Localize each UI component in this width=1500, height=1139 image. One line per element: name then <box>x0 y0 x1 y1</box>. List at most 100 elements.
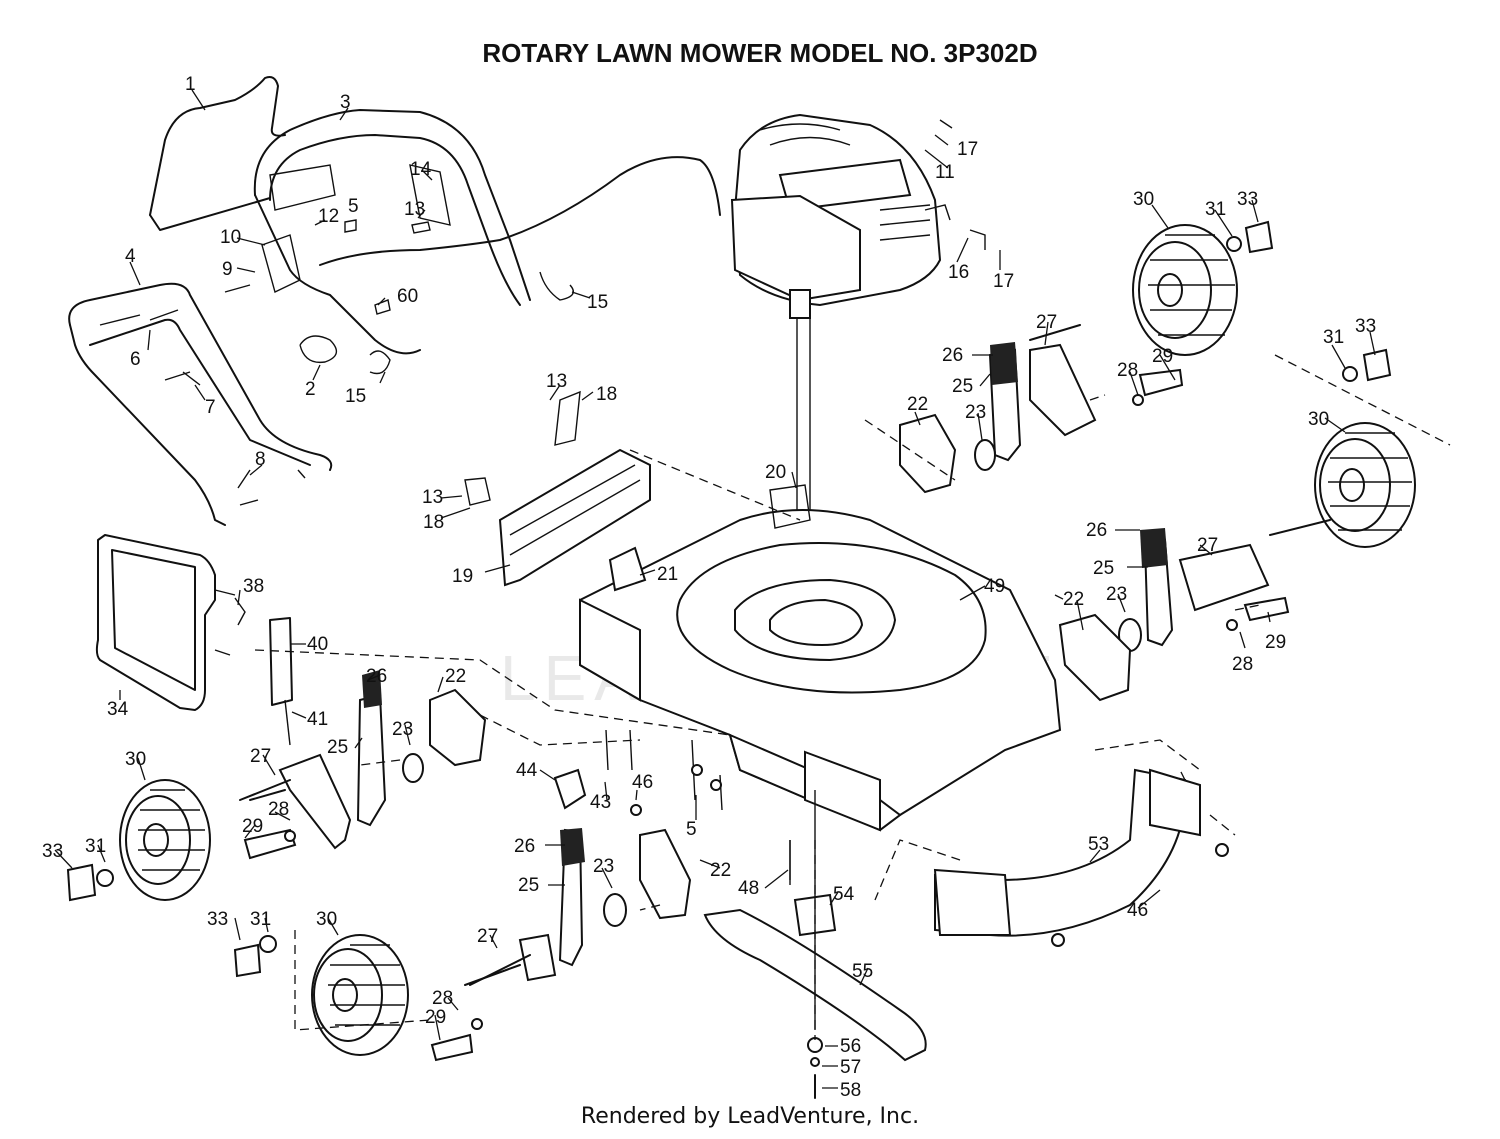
callout-16: 16 <box>948 262 969 283</box>
callout-3: 3 <box>340 92 351 113</box>
callout-23: 23 <box>593 856 614 877</box>
rear-skirt-53 <box>933 768 1201 937</box>
callout-33: 33 <box>42 841 63 862</box>
callout-20: 20 <box>765 462 786 483</box>
lower-handle-4 <box>68 282 333 526</box>
callout-30: 30 <box>316 909 337 930</box>
callout-29: 29 <box>242 816 263 837</box>
callout-15: 15 <box>345 386 366 407</box>
callout-30: 30 <box>1308 409 1329 430</box>
callout-5: 5 <box>348 196 359 217</box>
callout-48: 48 <box>738 878 759 899</box>
wheel-front-left <box>119 779 211 901</box>
callout-40: 40 <box>307 634 328 655</box>
diagram-title: ROTARY LAWN MOWER MODEL NO. 3P302D <box>482 38 1038 68</box>
footer-credit: Rendered by LeadVenture, Inc. <box>580 1104 920 1129</box>
callout-28: 28 <box>1232 654 1253 675</box>
assembly-guide-lines <box>254 354 1451 1040</box>
deck-hardware <box>553 119 1229 947</box>
callout-19: 19 <box>452 566 473 587</box>
callout-29: 29 <box>425 1007 446 1028</box>
callout-23: 23 <box>965 402 986 423</box>
deck-brackets <box>464 390 647 592</box>
upper-handle-1 <box>149 76 286 231</box>
callout-22: 22 <box>907 394 928 415</box>
small-hardware <box>99 219 431 506</box>
callout-1: 1 <box>185 74 196 95</box>
callout-22: 22 <box>710 860 731 881</box>
callout-25: 25 <box>518 875 539 896</box>
callout-26: 26 <box>942 345 963 366</box>
callout-13: 13 <box>546 371 567 392</box>
callout-55: 55 <box>852 961 873 982</box>
callout-41: 41 <box>307 709 328 730</box>
callout-23: 23 <box>392 719 413 740</box>
callout-43: 43 <box>590 792 611 813</box>
callout-31: 31 <box>250 909 271 930</box>
callout-11: 11 <box>935 162 955 183</box>
callout-60: 60 <box>397 286 418 307</box>
callout-23: 23 <box>1106 584 1127 605</box>
wheel-right-middle <box>1314 422 1416 548</box>
callout-27: 27 <box>477 926 498 947</box>
callout-30: 30 <box>1133 189 1154 210</box>
callout-26: 26 <box>366 666 387 687</box>
callout-33: 33 <box>1237 189 1258 210</box>
callout-34: 34 <box>107 699 129 720</box>
callout-31: 31 <box>1323 327 1344 348</box>
bracket-40-41 <box>234 597 293 746</box>
main-handle-3 <box>253 109 531 355</box>
rear-baffle-19 <box>498 448 651 587</box>
callout-49: 49 <box>984 576 1005 597</box>
callout-6: 6 <box>130 349 141 370</box>
callout-46: 46 <box>1127 900 1148 921</box>
callout-44: 44 <box>516 760 538 781</box>
callout-13: 13 <box>404 199 425 220</box>
callout-33: 33 <box>1355 316 1376 337</box>
callout-26: 26 <box>1086 520 1107 541</box>
callout-30: 30 <box>125 749 146 770</box>
callout-27: 27 <box>1197 535 1218 556</box>
adjuster-left-front <box>239 670 487 860</box>
callout-28: 28 <box>268 799 289 820</box>
callout-2: 2 <box>305 379 316 400</box>
callout-46: 46 <box>632 772 653 793</box>
callout-leaders <box>54 89 1376 1089</box>
wheel-rear-right-top <box>1132 224 1238 356</box>
callout-25: 25 <box>327 737 348 758</box>
adjuster-right-top <box>899 342 1184 494</box>
axle-caps <box>66 220 1392 978</box>
callout-54: 54 <box>833 884 855 905</box>
engine <box>730 113 942 319</box>
callout-38: 38 <box>243 576 264 597</box>
callout-22: 22 <box>445 666 466 687</box>
callout-5: 5 <box>686 819 697 840</box>
callout-31: 31 <box>85 836 106 857</box>
callout-9: 9 <box>222 259 233 280</box>
callout-15: 15 <box>587 292 608 313</box>
cable-and-control <box>261 156 721 375</box>
adjuster-left-rear <box>430 828 692 1062</box>
callout-27: 27 <box>1036 312 1057 333</box>
callout-56: 56 <box>840 1036 861 1057</box>
callout-12: 12 <box>318 206 339 227</box>
adjuster-right-middle <box>1058 528 1290 702</box>
callout-8: 8 <box>255 449 266 470</box>
wheel-rear-left <box>311 934 409 1056</box>
callout-18: 18 <box>596 384 617 405</box>
callout-58: 58 <box>840 1080 861 1101</box>
callout-25: 25 <box>1093 558 1114 579</box>
callout-labels: 1 2 3 4 5 5 5 6 7 8 9 10 11 12 13 13 13 … <box>42 74 1376 1101</box>
callout-17: 17 <box>993 271 1014 292</box>
callout-28: 28 <box>432 988 453 1009</box>
callout-21: 21 <box>657 564 678 585</box>
callout-33: 33 <box>207 909 228 930</box>
callout-28: 28 <box>1117 360 1138 381</box>
callout-18: 18 <box>423 512 444 533</box>
callout-14: 14 <box>410 159 432 180</box>
callout-53: 53 <box>1088 834 1109 855</box>
callout-13: 13 <box>422 487 443 508</box>
callout-31: 31 <box>1205 199 1226 220</box>
callout-4: 4 <box>125 246 136 267</box>
